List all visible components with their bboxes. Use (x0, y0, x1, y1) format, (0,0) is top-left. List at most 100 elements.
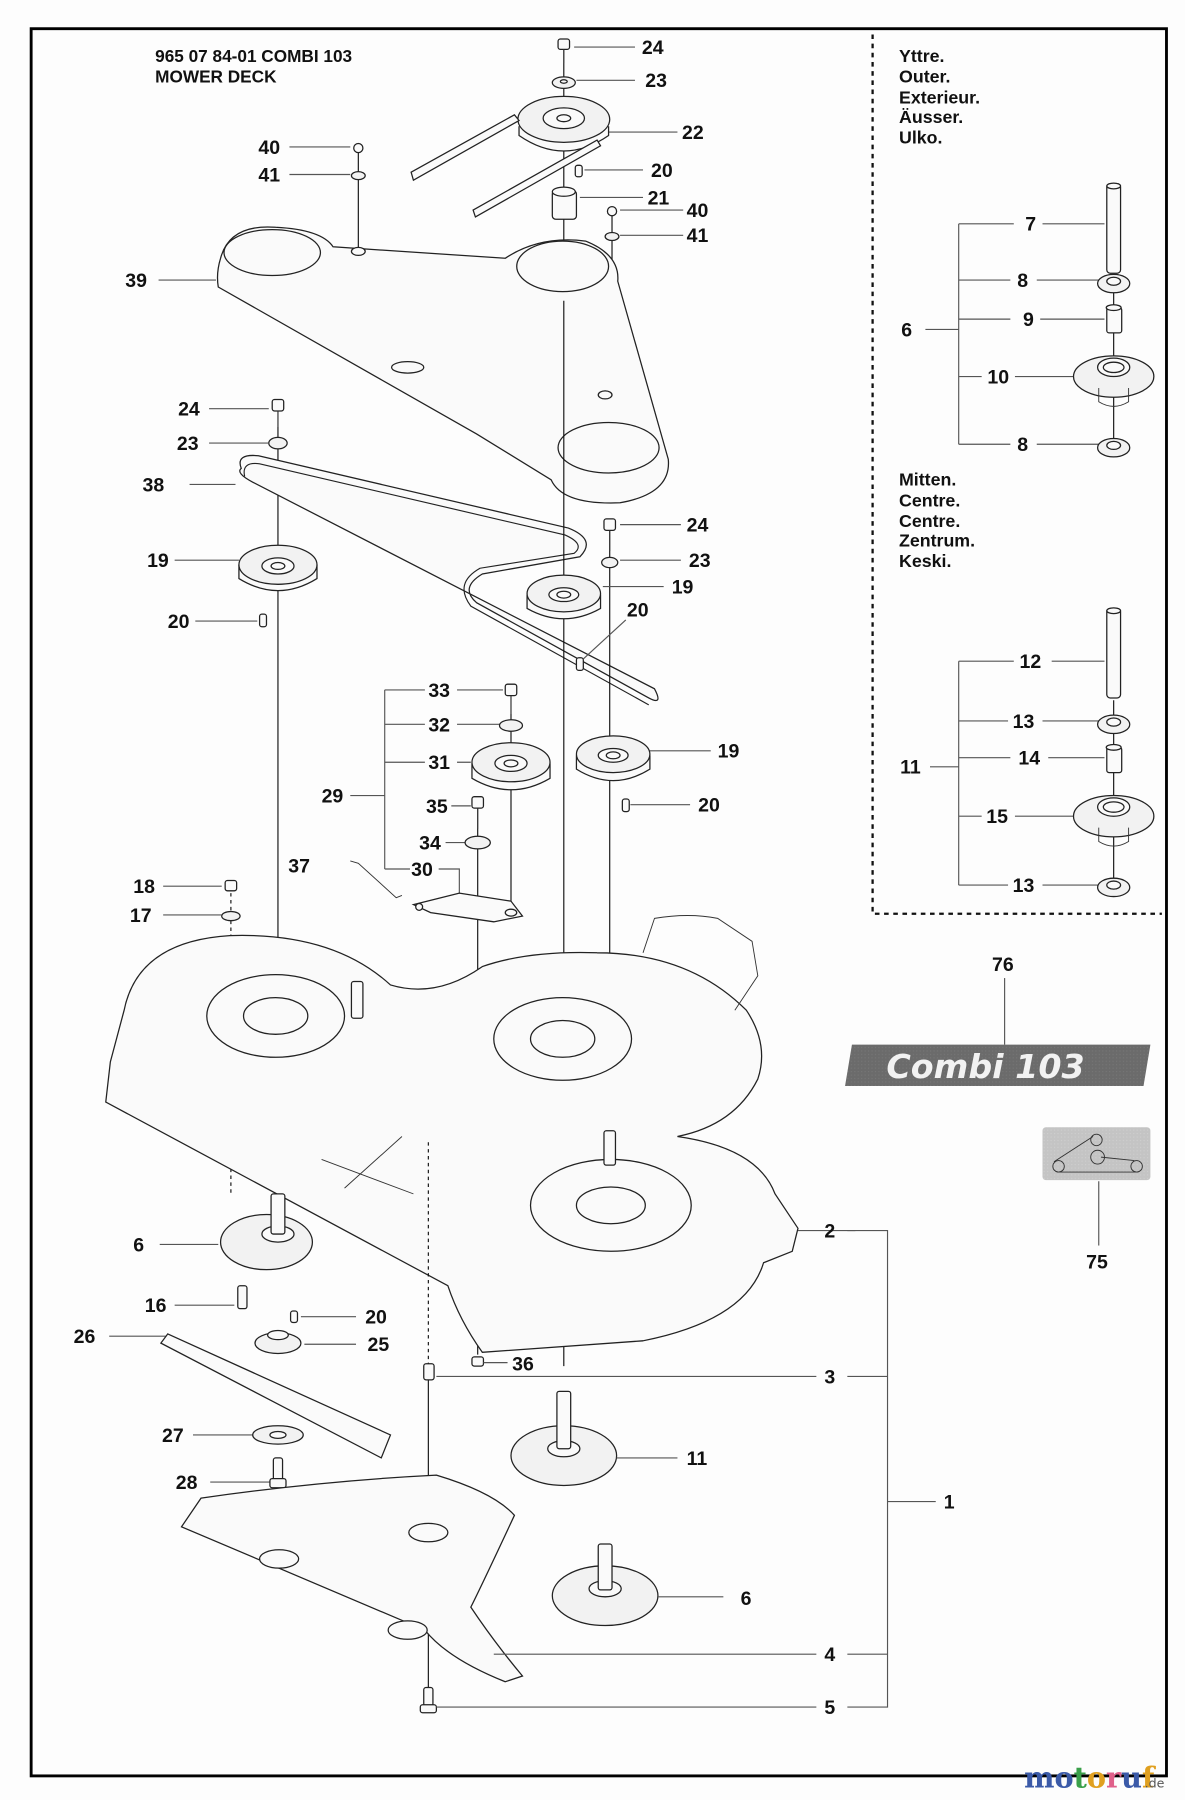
callout-24-left: 24 (178, 399, 200, 421)
belt-routing-decal: 75 (1042, 1127, 1151, 1273)
callout-33: 33 (428, 680, 450, 702)
callout-5: 5 (824, 1697, 835, 1719)
diagram-part-number: 965 07 84-01 COMBI 103 (155, 46, 352, 66)
callout-28: 28 (176, 1472, 198, 1494)
callout-35: 35 (426, 796, 448, 818)
callout-20-blade: 20 (365, 1307, 387, 1329)
callout-8-top: 8 (1017, 270, 1028, 292)
combi-103-decal (845, 1044, 1151, 1086)
callout-4: 4 (824, 1644, 835, 1666)
mower-deck: 2 (105, 915, 856, 1353)
callout-6-right: 6 (741, 1588, 752, 1610)
callout-20-left: 20 (168, 611, 190, 633)
belt-segment-icon (410, 113, 520, 182)
callout-31: 31 (428, 752, 450, 774)
callout-21: 21 (648, 187, 670, 209)
callout-26: 26 (74, 1326, 96, 1348)
diagram-title: MOWER DECK (155, 67, 277, 87)
callout-24-right: 24 (687, 515, 709, 537)
callout-41-left: 41 (258, 164, 280, 186)
callout-11-inset: 11 (900, 757, 921, 779)
label-center-fi: Keski. (899, 551, 951, 571)
callout-8-bottom: 8 (1017, 434, 1028, 456)
callout-19-lower: 19 (718, 741, 740, 763)
callout-39: 39 (125, 270, 147, 292)
model-badge: 76 Combi 103 (845, 954, 1151, 1086)
tension-spring-icon (350, 860, 403, 899)
callout-34: 34 (419, 832, 441, 854)
label-center-de: Zentrum. (899, 530, 975, 550)
belt-cover-icon (216, 226, 669, 504)
callout-24: 24 (642, 37, 664, 59)
watermark: motoruf .de (1024, 1760, 1165, 1794)
callout-23: 23 (645, 70, 667, 92)
callout-14: 14 (1018, 748, 1040, 770)
label-outer-fr: Exterieur. (899, 87, 980, 107)
mower-deck-icon (105, 934, 799, 1353)
center-spindle-assembly: 11 12 13 14 15 13 (900, 607, 1155, 898)
lower-spindles: 11 6 (510, 1390, 752, 1627)
callout-1: 1 (944, 1491, 955, 1513)
callout-25: 25 (368, 1334, 390, 1356)
outer-spindle-heading: Yttre. Outer. Exterieur. Äusser. Ulko. (899, 46, 980, 148)
callout-13-top: 13 (1013, 711, 1035, 733)
callout-13-bottom: 13 (1013, 875, 1035, 897)
tensioner-arm-icon (411, 892, 524, 923)
blade-assembly: 6 16 20 26 25 27 28 (74, 1193, 392, 1494)
callout-3: 3 (824, 1366, 835, 1388)
callout-15: 15 (986, 806, 1008, 828)
callout-17: 17 (130, 905, 152, 927)
callout-40-right: 40 (687, 200, 709, 222)
badge-text: Combi 103 (886, 1047, 1084, 1086)
callout-75: 75 (1086, 1251, 1108, 1273)
spacer-icon (1106, 307, 1123, 334)
callout-32: 32 (428, 714, 450, 736)
left-idler-group: 24 23 38 19 20 (143, 399, 318, 1217)
spindle-left-icon (219, 1213, 314, 1271)
callout-27: 27 (162, 1425, 184, 1447)
callout-41-right: 41 (687, 225, 709, 247)
callout-16: 16 (145, 1295, 167, 1317)
third-pulley-group: 19 20 (575, 735, 740, 817)
label-center-en: Centre. (899, 490, 960, 510)
label-outer-en: Outer. (899, 67, 950, 87)
callout-23-left: 23 (177, 433, 199, 455)
belt-cover: 39 (125, 226, 669, 504)
label-outer-fi: Ulko. (899, 127, 942, 147)
callout-20-top: 20 (651, 160, 673, 182)
callout-29: 29 (322, 785, 344, 807)
callout-6-left: 6 (133, 1234, 144, 1256)
callout-40-left: 40 (258, 137, 280, 159)
watermark-text: motoruf (1024, 1760, 1156, 1794)
callout-38: 38 (143, 474, 165, 496)
callout-76: 76 (992, 954, 1014, 976)
callout-11: 11 (687, 1448, 708, 1470)
label-outer-de: Äusser. (899, 107, 963, 127)
callout-23-right: 23 (689, 550, 711, 572)
cover-fasteners: 40 41 40 41 (258, 137, 709, 391)
belt-decal-icon (1042, 1127, 1151, 1181)
callout-22: 22 (682, 122, 704, 144)
callout-36: 36 (512, 1354, 534, 1376)
outer-spindle-assembly: 6 7 8 9 10 8 (901, 182, 1155, 458)
callout-12: 12 (1020, 651, 1042, 673)
drive-belt-icon (239, 454, 659, 702)
callout-19-left: 19 (147, 550, 169, 572)
callout-19-right: 19 (672, 576, 694, 598)
diagram-frame (29, 27, 1168, 1778)
spindle-shaft-icon (1106, 183, 1122, 274)
callout-20-mid: 20 (627, 599, 649, 621)
callout-20-lower: 20 (698, 795, 720, 817)
watermark-tld: .de (1145, 1775, 1165, 1790)
callout-9: 9 (1023, 309, 1034, 331)
center-spindle-heading: Mitten. Centre. Centre. Zentrum. Keski. (899, 470, 975, 572)
assembly-1-bracket (847, 1230, 936, 1708)
label-center-sv: Mitten. (899, 470, 956, 490)
callout-2: 2 (824, 1220, 835, 1242)
callout-10: 10 (987, 366, 1009, 388)
blade-guard-icon (180, 1474, 524, 1683)
callout-7: 7 (1025, 214, 1036, 236)
blade-guard: 4 5 (180, 1474, 835, 1719)
callout-37: 37 (288, 855, 310, 877)
